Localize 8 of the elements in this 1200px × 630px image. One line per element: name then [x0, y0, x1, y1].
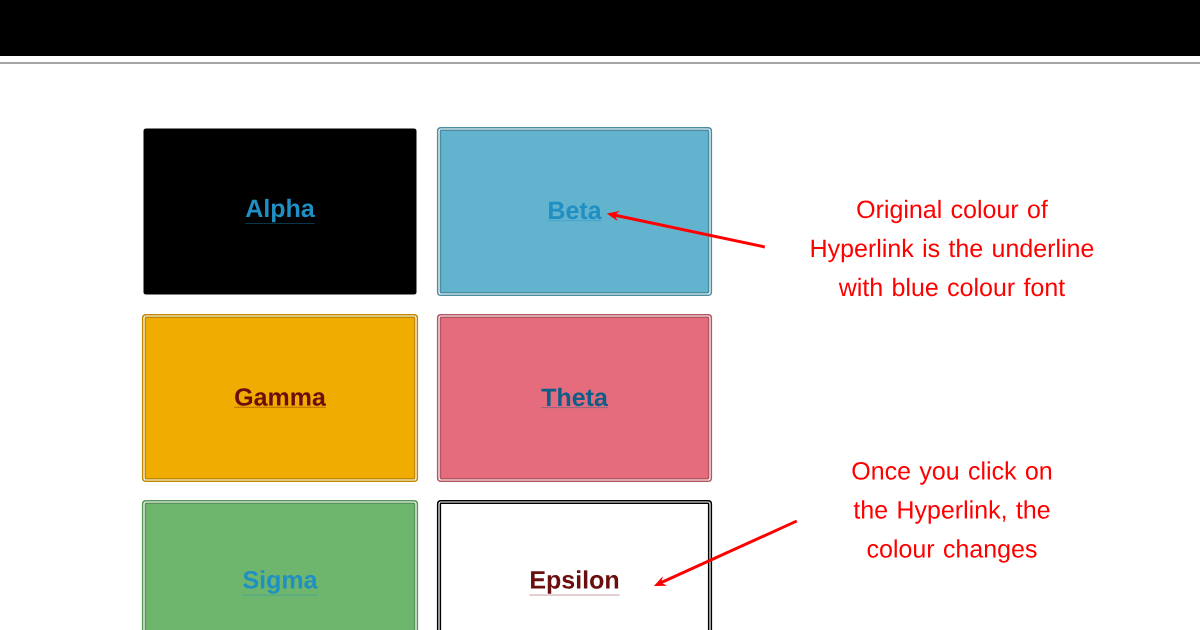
link-box: Epsilon — [436, 499, 713, 630]
link-box: Gamma — [141, 313, 419, 483]
link-box: Theta — [436, 313, 713, 483]
link-box: Alpha — [143, 128, 417, 295]
link-box: Beta — [436, 126, 713, 297]
callout-text: Once you click on the Hyperlink, the colour changes — [852, 461, 1052, 563]
callout-text: Original colour of Hyperlink is the underline with blue colour font — [811, 199, 1094, 297]
link-box: Sigma — [141, 499, 419, 630]
